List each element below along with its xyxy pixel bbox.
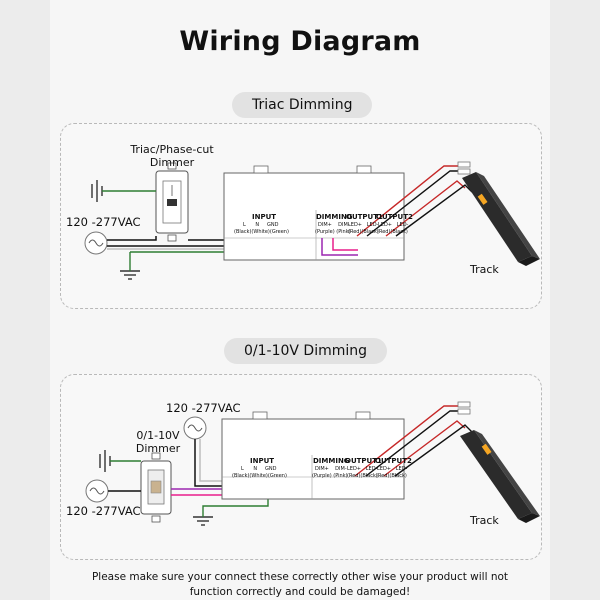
track-rail xyxy=(460,430,540,523)
track-label: Track xyxy=(470,514,499,527)
driver-dimming-colors: (Purple) (Pink) xyxy=(312,473,348,479)
driver-dimming-colors: (Purple) (Pink) xyxy=(315,229,351,235)
ground-icon xyxy=(120,252,140,280)
output-wires xyxy=(356,165,473,237)
dimmer-label: Triac/Phase-cut Dimmer xyxy=(130,143,214,169)
driver-input-terms: L N GND xyxy=(243,222,279,228)
driver-box xyxy=(223,165,405,261)
driver-input-colors: (Black)(White)(Green) xyxy=(232,473,287,479)
driver-input-header: INPUT xyxy=(252,213,277,221)
section-pill-0-10v: 0/1-10V Dimming xyxy=(224,338,388,364)
driver-output2-colors: (Red)(Black) xyxy=(376,473,407,479)
driver-input-header: INPUT xyxy=(250,457,275,465)
track-label: Track xyxy=(470,263,499,276)
output-wires xyxy=(354,405,473,477)
driver-output1-header: OUTPUT1 xyxy=(346,213,383,221)
driver-input-colors: (Black)(White)(Green) xyxy=(234,229,289,235)
ground-icon xyxy=(91,180,103,202)
warning-footer: Please make sure your connect these corr… xyxy=(91,571,509,598)
voltage-label: 120 -277VAC xyxy=(166,401,241,415)
section-pill-triac: Triac Dimming xyxy=(232,92,373,118)
driver-output1-terms: LED+ LED- xyxy=(348,222,379,228)
driver-input-terms: L N GND xyxy=(241,466,277,472)
dimming-wires xyxy=(321,238,358,256)
voltage-label: 120 -277VAC xyxy=(66,215,141,229)
driver-output2-terms: LED+ LED- xyxy=(378,222,409,228)
triac-dimmer xyxy=(155,162,189,242)
ac-source-icon xyxy=(85,479,109,503)
driver-dimming-terms: DIM+ DIM- xyxy=(318,222,350,228)
driver-dimming-header: DIMMING xyxy=(316,213,353,221)
driver-output1-colors: (Red)(Black) xyxy=(347,473,378,479)
driver-output2-colors: (Red)(Black) xyxy=(377,229,408,235)
connector-icon xyxy=(457,401,471,415)
driver-output1-terms: LED+ LED- xyxy=(347,466,378,472)
ground-icon xyxy=(99,450,111,472)
driver-dimming-header: DIMMING xyxy=(313,457,350,465)
ac-source-icon xyxy=(84,231,108,255)
voltage-label: 120 -277VAC xyxy=(66,504,141,518)
driver-output2-header: OUTPUT2 xyxy=(376,213,413,221)
driver-output1-header: OUTPUT1 xyxy=(345,457,382,465)
0-10v-dimmer xyxy=(140,452,172,523)
connector-icon xyxy=(457,161,471,175)
driver-dimming-terms: DIM+ DIM- xyxy=(315,466,347,472)
driver-box xyxy=(221,411,405,500)
driver-output2-header: OUTPUT2 xyxy=(375,457,412,465)
track-rail xyxy=(462,172,540,266)
page-title: Wiring Diagram xyxy=(179,26,421,57)
driver-output2-terms: LED+ LED- xyxy=(377,466,408,472)
dimmer-label: 0/1-10V Dimmer xyxy=(135,429,181,455)
driver-output1-colors: (Red)(Black) xyxy=(348,229,379,235)
